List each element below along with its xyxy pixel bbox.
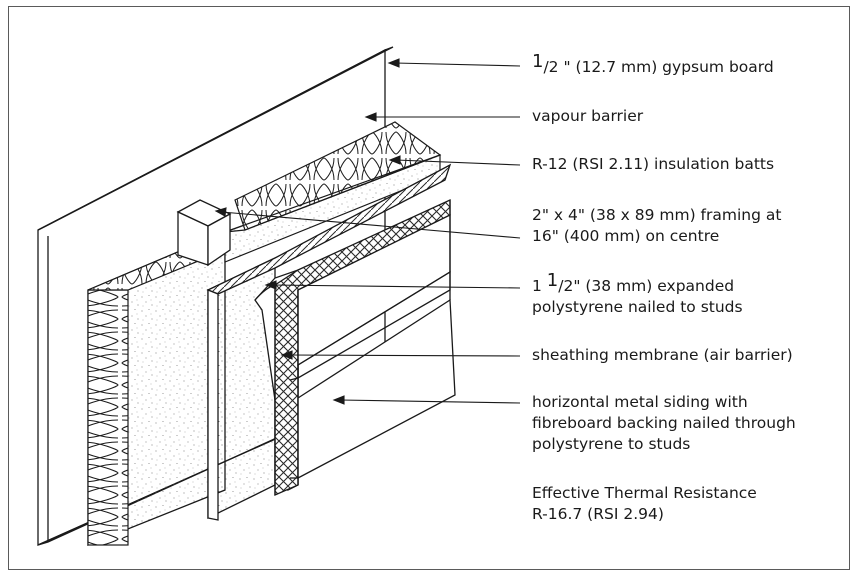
siding-line-1: horizontal metal siding with — [532, 393, 748, 411]
stud-framing — [176, 199, 232, 267]
siding-line-2: fibreboard backing nailed through — [532, 414, 796, 432]
label-sheathing-membrane: sheathing membrane (air barrier) — [532, 345, 793, 366]
vapour-barrier-text: vapour barrier — [532, 107, 644, 125]
membrane-text: sheathing membrane (air barrier) — [532, 346, 793, 364]
polystyrene-panel — [206, 163, 452, 521]
label-polystyrene: 1 1/2" (38 mm) expanded polystyrene nail… — [532, 270, 743, 318]
resistance-line-1: Effective Thermal Resistance — [532, 484, 757, 502]
insulation-batts — [87, 121, 442, 546]
resistance-line-2: R-16.7 (RSI 2.94) — [532, 505, 664, 523]
insulation-text: R-12 (RSI 2.11) insulation batts — [532, 155, 775, 173]
label-vapour-barrier: vapour barrier — [532, 106, 643, 127]
polystyrene-fraction-numerator: 1 — [546, 270, 559, 291]
label-insulation: R-12 (RSI 2.11) insulation batts — [532, 154, 774, 175]
label-thermal-resistance: Effective Thermal Resistance R-16.7 (RSI… — [532, 483, 757, 525]
polystyrene-line-1: /2" (38 mm) expanded — [558, 277, 735, 295]
leader-lines — [214, 58, 521, 405]
framing-line-2: 16" (400 mm) on centre — [532, 227, 720, 245]
polystyrene-line-2: polystyrene nailed to studs — [532, 298, 743, 316]
polystyrene-whole: 1 — [532, 277, 547, 295]
label-gypsum-board: 1/2 " (12.7 mm) gypsum board — [532, 51, 774, 78]
metal-siding — [289, 200, 456, 485]
framing-line-1: 2" x 4" (38 x 89 mm) framing at — [532, 206, 782, 224]
gypsum-fraction-numerator: 1 — [532, 51, 544, 72]
gypsum-board-text: /2 " (12.7 mm) gypsum board — [543, 58, 774, 76]
label-framing: 2" x 4" (38 x 89 mm) framing at 16" (400… — [532, 205, 781, 247]
label-metal-siding: horizontal metal siding with fibreboard … — [532, 392, 796, 455]
siding-line-3: polystyrene to studs — [532, 435, 691, 453]
